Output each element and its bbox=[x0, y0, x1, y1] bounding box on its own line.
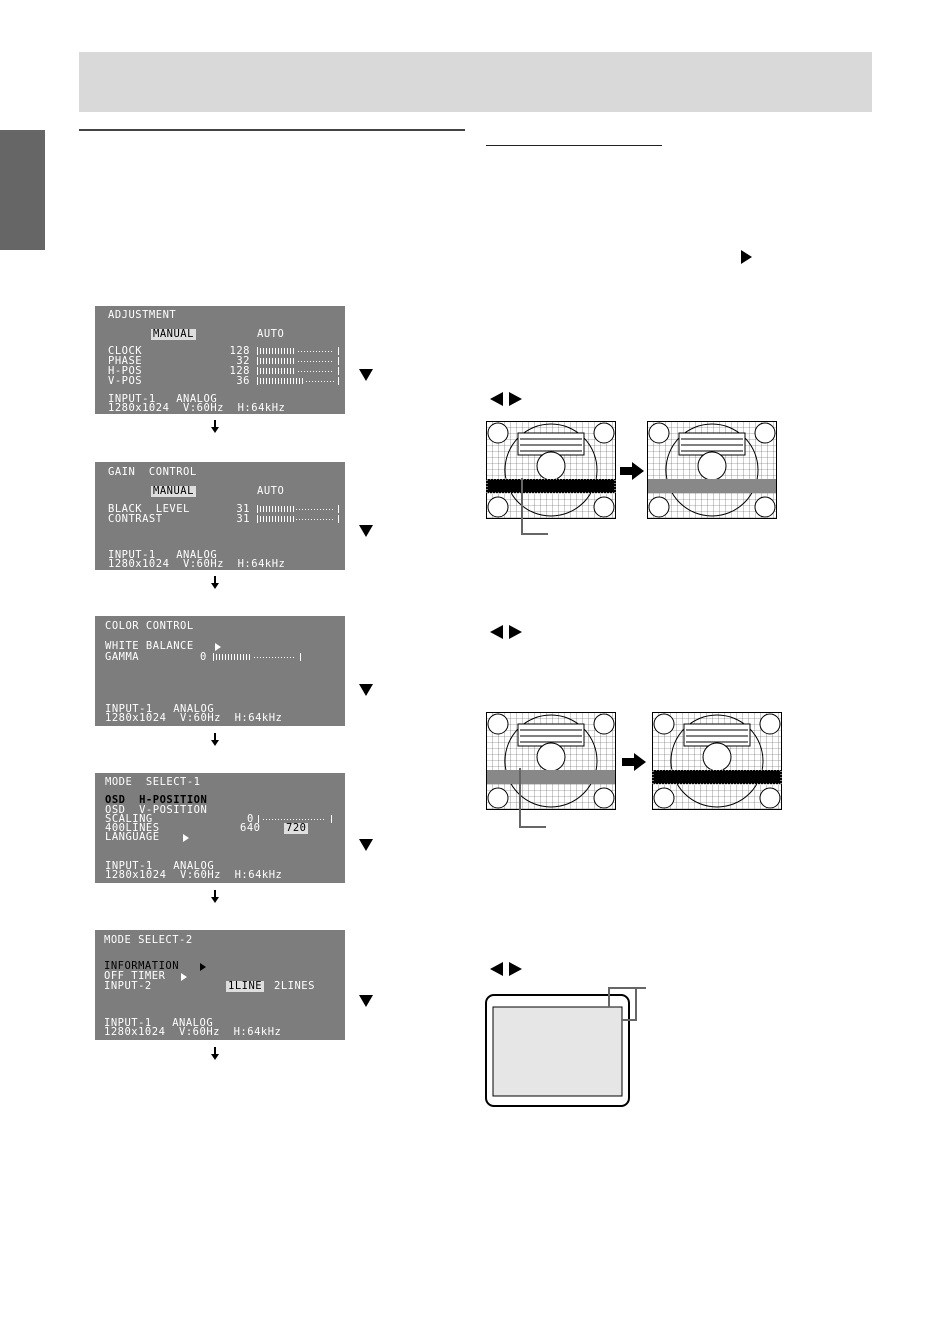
auto-option: AUTO bbox=[257, 485, 285, 497]
row-label: CLOCK bbox=[108, 345, 143, 357]
resolution-info: 1280x1024 V:60Hz H:64kHz bbox=[108, 402, 286, 414]
row-label: V-POS bbox=[108, 375, 143, 387]
scaling-value: 0 bbox=[247, 813, 254, 825]
osd-h-position-item: OSD H-POSITION bbox=[105, 794, 208, 806]
manual-option: MANUAL bbox=[151, 485, 196, 497]
gamma-value: 0 bbox=[200, 651, 207, 663]
osd-title: COLOR CONTROL bbox=[105, 620, 194, 632]
resolution-info: 1280x1024 V:60Hz H:64kHz bbox=[105, 712, 283, 724]
test-pattern-after-2 bbox=[652, 712, 782, 810]
row-value: 31 bbox=[236, 513, 250, 525]
osd-mode-select-1-menu: MODE SELECT-1 OSD H-POSITION OSD V-POSIT… bbox=[95, 773, 345, 883]
input-info: INPUT-1 ANALOG bbox=[105, 860, 215, 872]
osd-mode-select-2-menu: MODE SELECT-2 INFORMATION OFF TIMER INPU… bbox=[95, 930, 345, 1040]
submenu-arrow-icon bbox=[215, 643, 221, 651]
submenu-arrow-icon bbox=[200, 963, 206, 971]
level-bar bbox=[257, 347, 339, 355]
triangle-right-icon bbox=[741, 250, 752, 264]
row-label: CONTRAST bbox=[108, 513, 163, 525]
resolution-info: 1280x1024 V:60Hz H:64kHz bbox=[108, 558, 286, 570]
left-right-triangles-icon bbox=[490, 392, 522, 406]
information-item: INFORMATION bbox=[104, 960, 180, 972]
section-rule-left bbox=[79, 129, 465, 131]
input-info: INPUT-1 ANALOG bbox=[104, 1017, 214, 1029]
osd-title: MODE SELECT-2 bbox=[104, 934, 193, 946]
input-2-label: INPUT-2 bbox=[104, 980, 152, 992]
triangle-down-icon bbox=[359, 525, 373, 537]
language-item: LANGUAGE bbox=[105, 831, 160, 843]
triangle-down-icon bbox=[359, 369, 373, 381]
row-value: 36 bbox=[236, 375, 250, 387]
submenu-arrow-icon bbox=[183, 834, 189, 842]
resolution-info: 1280x1024 V:60Hz H:64kHz bbox=[104, 1026, 282, 1038]
level-bar bbox=[258, 815, 332, 823]
bold-right-arrow-icon bbox=[620, 462, 644, 480]
left-right-triangles-icon bbox=[490, 625, 522, 639]
osd-title: ADJUSTMENT bbox=[108, 309, 177, 321]
triangle-down-icon bbox=[359, 684, 373, 696]
callout-line bbox=[519, 768, 546, 828]
screen-position-diagram bbox=[485, 987, 646, 1107]
row-value: 31 bbox=[236, 503, 250, 515]
input-info: INPUT-1 ANALOG bbox=[105, 703, 215, 715]
header-band bbox=[79, 52, 872, 112]
lines-option-640: 640 bbox=[240, 822, 261, 834]
arrow-down-icon bbox=[211, 576, 219, 589]
manual-option: MANUAL bbox=[151, 328, 196, 340]
level-bar bbox=[257, 367, 339, 375]
callout-line bbox=[521, 478, 548, 535]
scaling-label: SCALING bbox=[105, 813, 153, 825]
triangle-down-icon bbox=[359, 839, 373, 851]
gamma-label: GAMMA bbox=[105, 651, 140, 663]
lines-option-720: 720 bbox=[284, 822, 309, 834]
section-rule-right bbox=[486, 145, 662, 146]
osd-gain-control-menu: GAIN CONTROL MANUAL AUTO BLACK LEVEL 31 … bbox=[95, 462, 345, 570]
level-bar bbox=[257, 505, 339, 513]
bold-right-arrow-icon bbox=[622, 753, 646, 771]
input-info: INPUT-1 ANALOG bbox=[108, 549, 218, 561]
white-balance-item: WHITE BALANCE bbox=[105, 640, 194, 652]
arrow-down-icon bbox=[211, 890, 219, 903]
row-label: PHASE bbox=[108, 355, 143, 367]
osd-color-control-menu: COLOR CONTROL WHITE BALANCE GAMMA 0 INPU… bbox=[95, 616, 345, 726]
row-value: 32 bbox=[236, 355, 250, 367]
test-pattern-before-2 bbox=[486, 712, 616, 810]
option-1line: 1LINE bbox=[226, 980, 265, 992]
row-label: BLACK LEVEL bbox=[108, 503, 190, 515]
level-bar bbox=[257, 515, 339, 523]
submenu-arrow-icon bbox=[181, 973, 187, 981]
level-bar bbox=[213, 653, 301, 661]
level-bar bbox=[257, 377, 339, 385]
test-pattern-before-1 bbox=[486, 421, 616, 519]
option-2lines: 2LINES bbox=[274, 980, 315, 992]
input-info: INPUT-1 ANALOG bbox=[108, 393, 218, 405]
auto-option: AUTO bbox=[257, 328, 285, 340]
triangle-down-icon bbox=[359, 995, 373, 1007]
left-right-triangles-icon bbox=[490, 962, 522, 976]
row-label: H-POS bbox=[108, 365, 143, 377]
lines-label: 400LINES bbox=[105, 822, 160, 834]
arrow-down-icon bbox=[211, 420, 219, 433]
row-value: 128 bbox=[229, 365, 250, 377]
osd-adjustment-menu: ADJUSTMENT MANUAL AUTO CLOCK 128 PHASE 3… bbox=[95, 306, 345, 414]
arrow-down-icon bbox=[211, 1047, 219, 1060]
level-bar bbox=[257, 357, 339, 365]
osd-title: GAIN CONTROL bbox=[108, 466, 197, 478]
osd-title: MODE SELECT-1 bbox=[105, 776, 201, 788]
arrow-down-icon bbox=[211, 733, 219, 746]
off-timer-item: OFF TIMER bbox=[104, 970, 166, 982]
osd-v-position-item: OSD V-POSITION bbox=[105, 804, 208, 816]
resolution-info: 1280x1024 V:60Hz H:64kHz bbox=[105, 869, 283, 881]
side-tab bbox=[0, 130, 45, 250]
test-pattern-after-1 bbox=[647, 421, 777, 519]
row-value: 128 bbox=[229, 345, 250, 357]
